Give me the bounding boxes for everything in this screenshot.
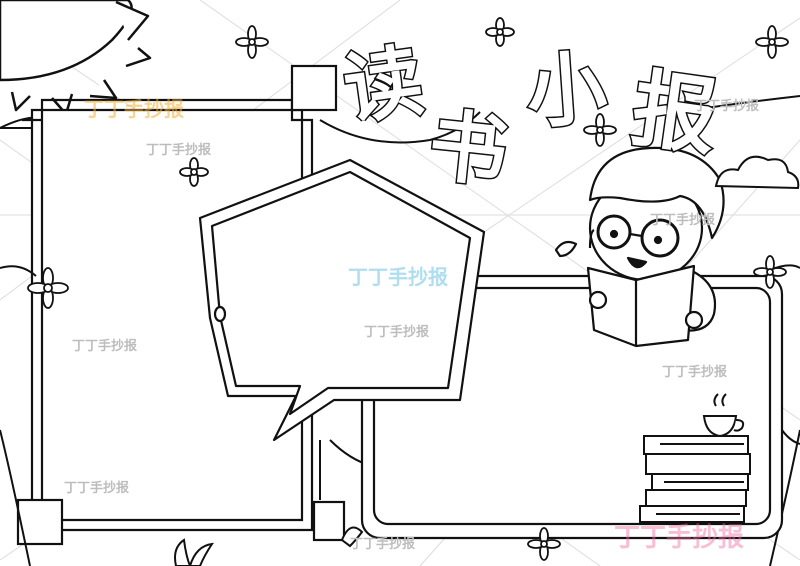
watermark: 丁丁手抄报 <box>64 480 130 496</box>
title-char-2: 书 <box>424 101 511 199</box>
watermarks: 丁丁手抄报 丁丁手抄报 丁丁手抄报 丁丁手抄报 丁丁手抄报 丁丁手抄报 丁丁手抄… <box>64 97 760 553</box>
watermark-logo: 丁丁手抄报 <box>84 97 184 121</box>
watermark: 丁丁手抄报 <box>650 212 716 228</box>
book-stack-icon <box>639 435 751 523</box>
sun-icon <box>0 0 152 116</box>
watermark: 丁丁手抄报 <box>364 324 430 340</box>
watermark: 丁丁手抄报 <box>350 536 416 552</box>
flower-icon <box>755 25 789 59</box>
speech-bubble <box>198 158 486 442</box>
flower-icon <box>485 17 515 47</box>
watermark: 丁丁手抄报 <box>146 142 212 158</box>
title-char-4: 报 <box>626 59 723 168</box>
boy-reader-icon <box>554 146 725 348</box>
title-char-1: 读 <box>339 36 429 136</box>
flower-icon <box>583 113 617 147</box>
flower-icon <box>179 157 209 187</box>
flower-icon <box>235 25 269 59</box>
teacup-icon <box>700 393 745 438</box>
watermark-logo: 丁丁手抄报 <box>348 265 448 289</box>
flower-icon <box>753 255 787 289</box>
title: 读 书 小 报 <box>337 35 724 201</box>
watermark-logo: 丁丁手抄报 <box>614 522 744 553</box>
cloud-icon <box>714 155 800 190</box>
flower-icon <box>27 267 69 309</box>
flower-icon <box>527 527 561 561</box>
grass-icon <box>174 526 364 566</box>
watermark: 丁丁手抄报 <box>72 338 138 354</box>
watermark: 丁丁手抄报 <box>662 364 728 380</box>
watermark: 丁丁手抄报 <box>694 98 760 114</box>
